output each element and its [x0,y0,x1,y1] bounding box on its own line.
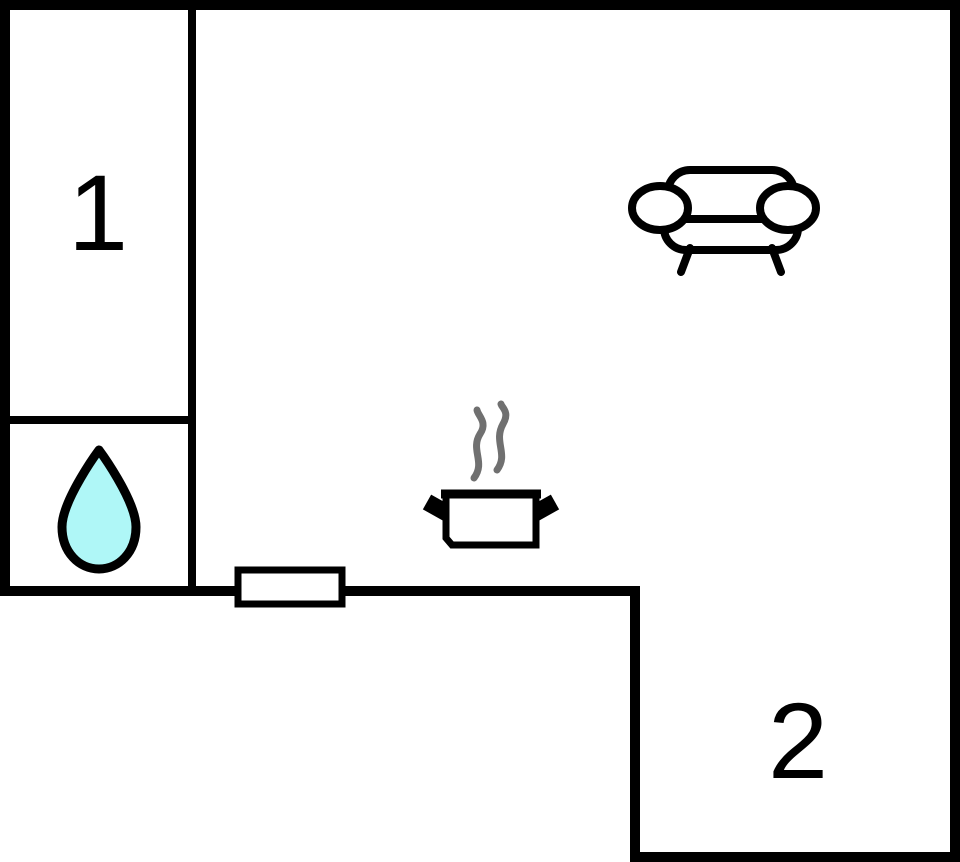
water-drop-icon [57,445,141,574]
sofa-leg-right [768,244,785,276]
cooking-pot-icon [422,400,560,549]
outer-wall-top [0,0,960,10]
room-label-2: 2 [768,680,828,801]
door-frame [234,566,346,608]
sofa-icon [628,166,820,276]
steam-line-left [470,406,487,482]
inner-wall-vertical-room1 [188,0,196,594]
water-drop-shape [57,445,141,574]
outer-wall-bottom-right [630,852,960,862]
sofa-armrest-right [756,182,820,234]
inner-wall-horizontal-room1 [0,416,196,424]
steam-line-right [493,400,510,474]
sofa-armrest-left [628,182,692,234]
door-main[interactable] [234,566,346,608]
room-label-1: 1 [68,152,128,273]
outer-wall-right [950,0,960,862]
inner-wall-vertical-room2 [630,586,640,862]
pot-body [442,490,540,549]
sofa-seat [660,201,802,254]
sofa-leg-left [677,244,694,276]
outer-wall-left [0,0,10,596]
